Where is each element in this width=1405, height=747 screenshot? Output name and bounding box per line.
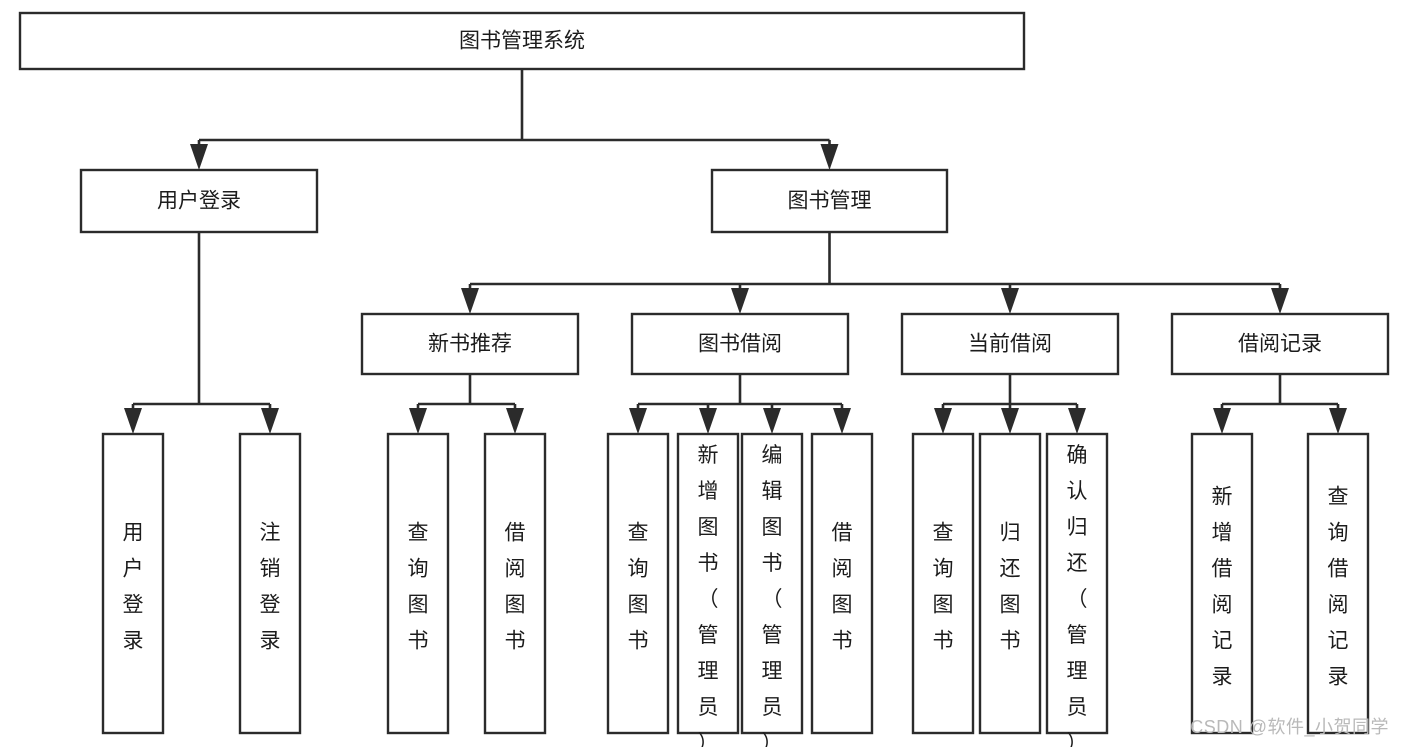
node-label-leaf-add-borrow-record: 新增借阅记录 <box>1212 486 1233 689</box>
node-label-root: 图书管理系统 <box>459 30 585 53</box>
arrow-head-leaf-query-borrow-record <box>1329 408 1347 434</box>
node-box-leaf-query-book-borrow <box>606 432 670 735</box>
node-box-leaf-add-borrow-record <box>1190 432 1254 735</box>
node-root[interactable]: 图书管理系统 <box>18 11 1026 71</box>
node-box-leaf-confirm-return-admin <box>1045 432 1109 735</box>
node-label-new-book-recommend: 新书推荐 <box>428 333 512 356</box>
node-box-current-borrow <box>900 312 1120 376</box>
node-label-leaf-user-login: 用户登录 <box>123 522 144 653</box>
node-current-borrow[interactable]: 当前借阅 <box>900 312 1120 376</box>
csdn-watermark: CSDN @软件_小贺同学 <box>1190 717 1389 737</box>
node-label-user-login: 用户登录 <box>157 190 241 213</box>
node-leaf-query-book-recommend[interactable]: 查询图书 <box>386 432 450 735</box>
node-leaf-edit-book-admin[interactable]: 编辑图书（管理员） <box>740 432 804 747</box>
node-borrow-record[interactable]: 借阅记录 <box>1170 312 1390 376</box>
node-label-leaf-query-book-current: 查询图书 <box>933 522 954 653</box>
node-label-leaf-query-book-recommend: 查询图书 <box>408 522 429 653</box>
nodes-layer: 图书管理系统用户登录图书管理新书推荐图书借阅当前借阅借阅记录用户登录注销登录查询… <box>18 11 1390 747</box>
node-label-leaf-borrow-book: 借阅图书 <box>832 522 853 653</box>
node-leaf-return-book[interactable]: 归还图书 <box>978 432 1042 735</box>
node-label-book-management: 图书管理 <box>788 190 872 213</box>
node-label-leaf-edit-book-admin: 编辑图书（管理员） <box>762 444 783 747</box>
node-leaf-add-borrow-record[interactable]: 新增借阅记录 <box>1190 432 1254 735</box>
arrow-head-leaf-add-book-admin <box>699 408 717 434</box>
node-book-borrow[interactable]: 图书借阅 <box>630 312 850 376</box>
node-leaf-query-book-current[interactable]: 查询图书 <box>911 432 975 735</box>
arrow-head-leaf-borrow-book-recommend <box>506 408 524 434</box>
node-box-new-book-recommend <box>360 312 580 376</box>
arrow-head-current-borrow <box>1001 288 1019 314</box>
connectors-layer <box>124 69 1347 434</box>
node-label-current-borrow: 当前借阅 <box>968 333 1052 356</box>
arrow-head-leaf-add-borrow-record <box>1213 408 1231 434</box>
node-leaf-query-borrow-record[interactable]: 查询借阅记录 <box>1306 432 1370 735</box>
node-box-leaf-query-book-recommend <box>386 432 450 735</box>
node-label-leaf-query-book-borrow: 查询图书 <box>628 522 649 653</box>
arrow-head-leaf-return-book <box>1001 408 1019 434</box>
arrow-head-book-management <box>820 144 839 170</box>
arrow-head-leaf-query-book-current <box>934 408 952 434</box>
node-new-book-recommend[interactable]: 新书推荐 <box>360 312 580 376</box>
node-box-leaf-borrow-book <box>810 432 874 735</box>
arrow-head-leaf-user-login <box>124 408 142 434</box>
node-book-management[interactable]: 图书管理 <box>710 168 949 234</box>
node-box-leaf-logout-login <box>238 432 302 735</box>
node-leaf-query-book-borrow[interactable]: 查询图书 <box>606 432 670 735</box>
node-box-leaf-return-book <box>978 432 1042 735</box>
node-leaf-user-login[interactable]: 用户登录 <box>101 432 165 735</box>
arrow-head-leaf-logout-login <box>261 408 279 434</box>
node-label-leaf-confirm-return-admin: 确认归还（管理员） <box>1067 444 1088 747</box>
node-box-leaf-add-book-admin <box>676 432 740 735</box>
node-label-leaf-return-book: 归还图书 <box>1000 522 1021 653</box>
node-box-leaf-user-login <box>101 432 165 735</box>
arrow-head-leaf-query-book-borrow <box>629 408 647 434</box>
arrow-head-borrow-record <box>1271 288 1289 314</box>
node-box-leaf-borrow-book-recommend <box>483 432 547 735</box>
node-leaf-confirm-return-admin[interactable]: 确认归还（管理员） <box>1045 432 1109 747</box>
node-leaf-borrow-book[interactable]: 借阅图书 <box>810 432 874 735</box>
node-label-leaf-add-book-admin: 新增图书（管理员） <box>698 444 719 747</box>
node-label-leaf-query-borrow-record: 查询借阅记录 <box>1328 486 1349 689</box>
node-box-borrow-record <box>1170 312 1390 376</box>
node-box-book-management <box>710 168 949 234</box>
node-box-root <box>18 11 1026 71</box>
node-box-leaf-query-book-current <box>911 432 975 735</box>
node-box-leaf-query-borrow-record <box>1306 432 1370 735</box>
node-label-borrow-record: 借阅记录 <box>1238 333 1322 356</box>
node-label-leaf-borrow-book-recommend: 借阅图书 <box>505 522 526 653</box>
node-leaf-add-book-admin[interactable]: 新增图书（管理员） <box>676 432 740 747</box>
node-leaf-borrow-book-recommend[interactable]: 借阅图书 <box>483 432 547 735</box>
arrow-head-user-login <box>190 144 208 170</box>
node-box-book-borrow <box>630 312 850 376</box>
arrow-head-book-borrow <box>731 288 749 314</box>
node-user-login[interactable]: 用户登录 <box>79 168 319 234</box>
arrow-head-leaf-edit-book-admin <box>763 408 781 434</box>
arrow-head-leaf-borrow-book <box>833 408 851 434</box>
arrow-head-new-book-recommend <box>461 288 479 314</box>
arrow-head-leaf-query-book-recommend <box>409 408 427 434</box>
node-label-leaf-logout-login: 注销登录 <box>260 522 281 653</box>
node-label-book-borrow: 图书借阅 <box>698 333 782 356</box>
arrow-head-leaf-confirm-return-admin <box>1068 408 1086 434</box>
node-box-user-login <box>79 168 319 234</box>
node-box-leaf-edit-book-admin <box>740 432 804 735</box>
node-leaf-logout-login[interactable]: 注销登录 <box>238 432 302 735</box>
